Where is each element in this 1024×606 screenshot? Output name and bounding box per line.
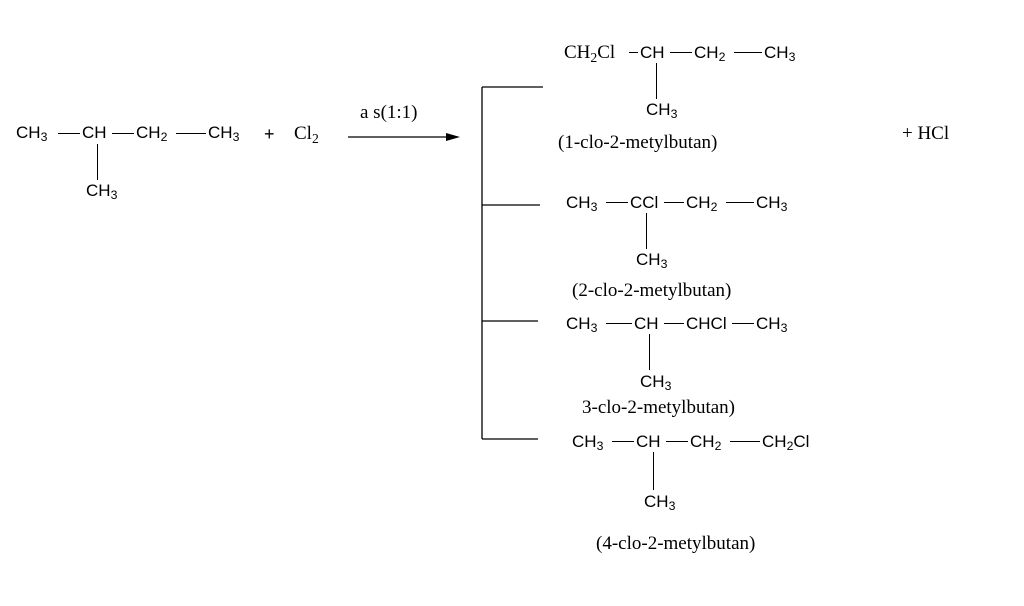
- bond: [629, 52, 638, 54]
- product-1-ch3: CH3: [764, 43, 796, 65]
- branch-bond: [653, 452, 655, 490]
- reactant-ch: CH: [82, 123, 107, 142]
- product-3-ch: CH: [634, 314, 659, 333]
- bond: [112, 133, 134, 135]
- plus-sign: +: [264, 124, 275, 144]
- product-4-ch2cl: CH2Cl: [762, 432, 810, 454]
- branch-bond: [656, 63, 658, 99]
- product-4-ch: CH: [636, 432, 661, 451]
- byproduct-hcl: + HCl: [902, 123, 950, 144]
- product-2-ch3-right: CH3: [756, 193, 788, 215]
- bond: [612, 441, 634, 443]
- branch-bond: [649, 334, 651, 370]
- product-3-ch3: CH3: [566, 314, 598, 336]
- bond: [606, 323, 632, 325]
- product-4-ch3: CH3: [572, 432, 604, 454]
- product-2-ch3: CH3: [566, 193, 598, 215]
- reaction-condition: a s(1:1): [360, 102, 418, 123]
- product-3-chcl: CHCl: [686, 314, 727, 333]
- product-1-ch2cl: CH2Cl: [564, 42, 616, 65]
- bond: [734, 52, 762, 54]
- chlorine-reagent: Cl2: [294, 123, 319, 146]
- bond: [58, 133, 80, 135]
- reactant-branch-ch3: CH3: [86, 181, 118, 203]
- product-3-branch: CH3: [640, 372, 672, 394]
- reactant-ch3-left: CH3: [16, 123, 48, 145]
- bond: [730, 441, 760, 443]
- product-1-ch: CH: [640, 43, 665, 62]
- product-2-ccl: CCl: [630, 193, 659, 212]
- bond: [666, 441, 688, 443]
- bond: [726, 202, 754, 204]
- product-2-name: (2-clo-2-metylbutan): [572, 280, 732, 301]
- product-3-ch3-right: CH3: [756, 314, 788, 336]
- branch-bond: [97, 144, 99, 180]
- product-4-ch2: CH2: [690, 432, 722, 454]
- reactant-ch2: CH2: [136, 123, 168, 145]
- product-1-branch: CH3: [646, 100, 678, 122]
- branch-bond: [646, 213, 648, 249]
- reaction-arrow: [348, 133, 460, 141]
- bond: [732, 323, 754, 325]
- bond: [176, 133, 206, 135]
- bond: [670, 52, 692, 54]
- product-1-ch2: CH2: [694, 43, 726, 65]
- bond: [664, 202, 684, 204]
- product-2-branch: CH3: [636, 250, 668, 272]
- product-2-ch2: CH2: [686, 193, 718, 215]
- bond: [606, 202, 628, 204]
- product-4-name: (4-clo-2-metylbutan): [596, 533, 756, 554]
- product-1-name: (1-clo-2-metylbutan): [558, 132, 718, 153]
- product-bracket: [481, 86, 543, 440]
- bond: [664, 323, 684, 325]
- product-3-name: 3-clo-2-metylbutan): [582, 397, 736, 418]
- product-4-branch: CH3: [644, 492, 676, 514]
- reactant-ch3-right: CH3: [208, 123, 240, 145]
